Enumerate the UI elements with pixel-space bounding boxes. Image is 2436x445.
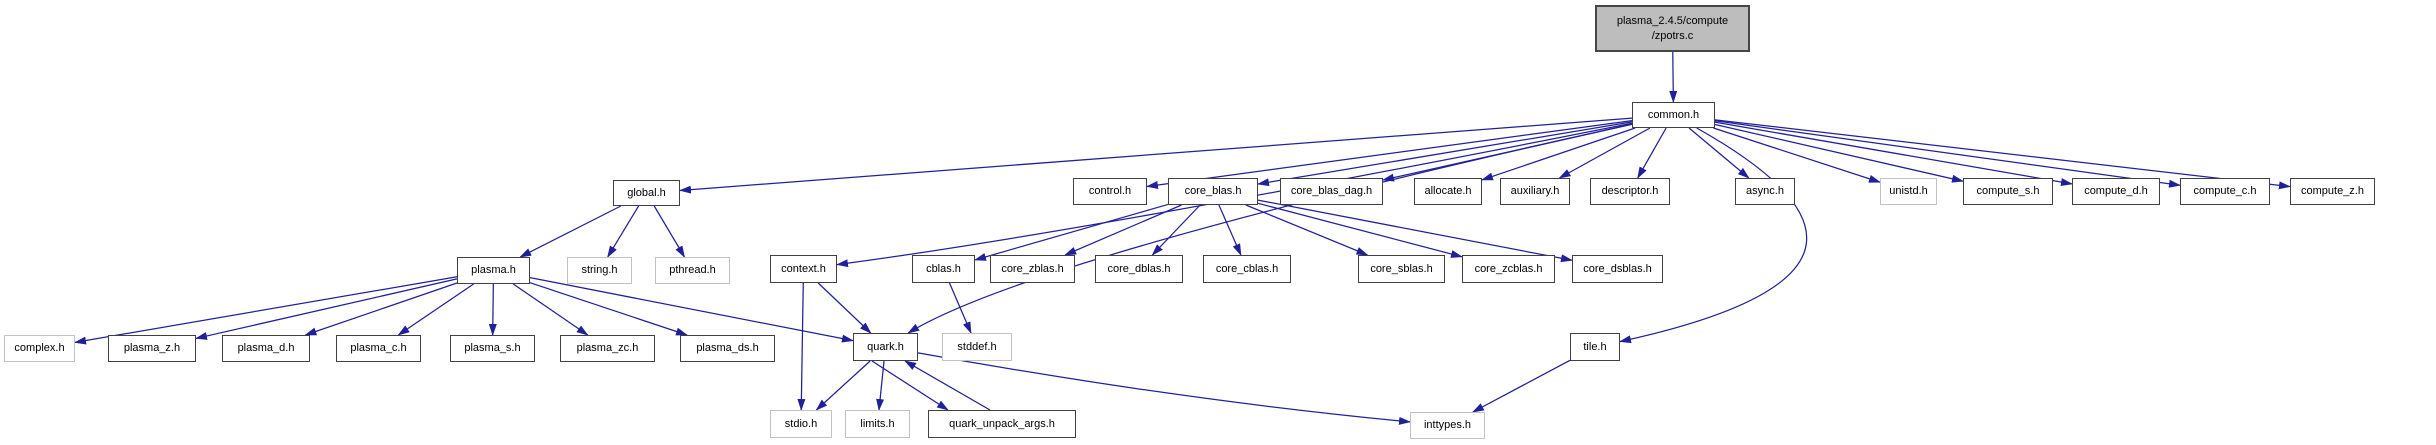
node-control[interactable]: control.h (1073, 178, 1147, 205)
node-allocate[interactable]: allocate.h (1414, 178, 1482, 205)
node-auxiliary[interactable]: auxiliary.h (1500, 178, 1570, 205)
node-string: string.h (567, 257, 632, 284)
edge-core_blas-core_zcblas (1257, 202, 1463, 258)
edge-quark-limits (876, 360, 885, 411)
node-limits: limits.h (845, 410, 910, 438)
edge-common-compute_c (1714, 120, 2181, 188)
edge-quark-quark_unpack_args (871, 360, 949, 411)
node-cblas[interactable]: cblas.h (912, 255, 975, 283)
edge-zpotrs-common (1669, 51, 1678, 103)
edge-plasma-plasma_z (195, 278, 458, 340)
edge-common-async (1688, 127, 1750, 179)
node-core_cblas[interactable]: core_cblas.h (1203, 255, 1291, 283)
edge-common-control (1146, 120, 1633, 189)
node-plasma_c[interactable]: plasma_c.h (336, 335, 421, 362)
edge-common-allocate (1481, 127, 1636, 181)
node-core_zblas[interactable]: core_zblas.h (990, 255, 1075, 283)
edge-plasma-plasma_c (397, 283, 474, 336)
edge-common-quark (907, 123, 1633, 334)
edge-global-plasma (519, 205, 622, 258)
edge-common-global (679, 117, 1633, 194)
node-compute_s[interactable]: compute_s.h (1963, 178, 2053, 205)
node-quark_unpack_args[interactable]: quark_unpack_args.h (928, 410, 1076, 438)
edge-common-descriptor (1637, 127, 1667, 179)
edge-common-unistd (1713, 127, 1881, 183)
node-compute_d[interactable]: compute_d.h (2072, 178, 2160, 205)
edge-core_blas-core_dblas (1151, 204, 1201, 256)
edge-global-string (607, 205, 640, 258)
node-complex: complex.h (4, 335, 75, 362)
node-plasma_ds[interactable]: plasma_ds.h (680, 335, 775, 362)
node-core_zcblas[interactable]: core_zcblas.h (1462, 255, 1555, 283)
node-compute_z[interactable]: compute_z.h (2290, 178, 2375, 205)
edge-common-tile (1619, 127, 1808, 344)
node-core_blas[interactable]: core_blas.h (1168, 178, 1258, 205)
node-inttypes: inttypes.h (1410, 412, 1485, 439)
node-descriptor[interactable]: descriptor.h (1590, 178, 1670, 205)
edge-quark-inttypes (917, 352, 1411, 425)
node-global[interactable]: global.h (613, 180, 680, 206)
edge-global-pthread (653, 205, 686, 258)
node-core_blas_dag[interactable]: core_blas_dag.h (1280, 178, 1383, 205)
edge-plasma-plasma_d (304, 282, 458, 336)
edge-plasma-quark (529, 277, 854, 343)
edge-context-stdio (797, 282, 806, 411)
node-pthread: pthread.h (655, 257, 730, 284)
node-unistd: unistd.h (1880, 178, 1937, 205)
edge-common-compute_s (1714, 123, 1964, 183)
edge-quark-stdio (815, 360, 871, 411)
node-async[interactable]: async.h (1735, 178, 1795, 205)
node-tile[interactable]: tile.h (1570, 333, 1620, 361)
node-plasma_zc[interactable]: plasma_zc.h (560, 335, 655, 362)
node-core_dsblas[interactable]: core_dsblas.h (1572, 255, 1663, 283)
edge-quark_unpack_args-quark (904, 360, 991, 411)
edge-common-context (836, 122, 1633, 268)
node-plasma_d[interactable]: plasma_d.h (222, 335, 310, 362)
edge-common-auxiliary (1558, 127, 1651, 179)
node-core_sblas[interactable]: core_sblas.h (1358, 255, 1445, 283)
edge-core_blas-core_zblas (1064, 204, 1182, 256)
node-plasma_z[interactable]: plasma_z.h (108, 335, 196, 362)
node-stdio: stdio.h (770, 410, 832, 438)
node-plasma[interactable]: plasma.h (457, 257, 530, 284)
edge-plasma-plasma_s (488, 283, 497, 336)
edge-context-quark (817, 282, 872, 334)
node-plasma_s[interactable]: plasma_s.h (450, 335, 535, 362)
edge-common-compute_z (1714, 119, 2291, 190)
edge-plasma-plasma_zc (512, 283, 589, 336)
node-stddef: stddef.h (942, 333, 1012, 361)
node-common[interactable]: common.h (1632, 102, 1715, 128)
edge-tile-inttypes (1471, 359, 1571, 413)
edge-core_blas-core_cblas (1218, 204, 1242, 256)
node-quark[interactable]: quark.h (853, 333, 918, 361)
edge-core_blas-core_dsblas (1257, 199, 1573, 263)
edge-common-compute_d (1714, 121, 2073, 186)
node-compute_c[interactable]: compute_c.h (2180, 178, 2270, 205)
node-zpotrs: plasma_2.4.5/compute /zpotrs.c (1595, 5, 1750, 52)
edge-common-core_blas (1257, 121, 1633, 187)
node-core_dblas[interactable]: core_dblas.h (1095, 255, 1183, 283)
edge-cblas-stddef (948, 282, 972, 334)
node-context[interactable]: context.h (770, 255, 837, 283)
edge-core_blas-core_sblas (1245, 204, 1369, 256)
edge-plasma-plasma_ds (529, 282, 688, 336)
edge-plasma-complex (74, 276, 458, 345)
edge-core_blas-cblas (974, 203, 1169, 261)
